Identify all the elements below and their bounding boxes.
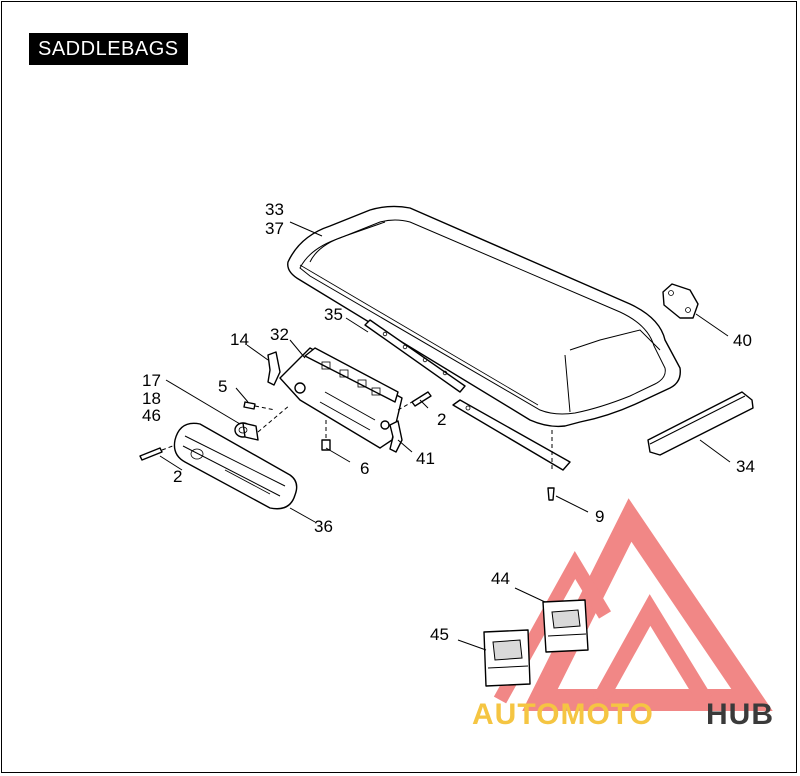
trim-strip — [647, 391, 754, 456]
watermark-text: AUTOMOTO HUB — [472, 698, 774, 731]
callouts: 33 37 35 32 14 17 18 46 5 2 2 6 41 36 40… — [142, 200, 755, 644]
hinge-strap — [452, 399, 571, 501]
saddlebag-lid — [287, 205, 681, 428]
watermark-text-secondary: HUB — [706, 698, 774, 731]
callout-41: 41 — [416, 449, 435, 468]
callout-40: 40 — [733, 331, 752, 350]
callout-17: 17 — [142, 371, 161, 390]
latch-lever-right — [389, 420, 403, 453]
callout-32: 32 — [270, 325, 289, 344]
callout-35: 35 — [324, 305, 343, 324]
callout-34: 34 — [736, 457, 755, 476]
callout-2-right: 2 — [437, 410, 446, 429]
trim-plate — [173, 422, 298, 510]
badge-45 — [483, 629, 531, 687]
screw-5 — [243, 401, 276, 411]
callout-36: 36 — [314, 517, 333, 536]
latch-plate — [279, 347, 403, 449]
lock-cylinder — [234, 404, 291, 441]
callout-18: 18 — [142, 389, 161, 408]
callout-45: 45 — [430, 625, 449, 644]
latch-lever-left — [267, 351, 281, 386]
watermark-logo — [493, 498, 773, 711]
leader-lines — [159, 221, 731, 651]
screw-6 — [321, 420, 331, 451]
callout-33: 33 — [265, 200, 284, 219]
callout-14: 14 — [230, 330, 249, 349]
callout-46: 46 — [142, 406, 161, 425]
hinge-pad — [662, 283, 699, 319]
callout-5: 5 — [218, 377, 227, 396]
watermark-triangle-inner — [593, 594, 712, 705]
watermark-text-primary: AUTOMOTO — [472, 698, 654, 731]
lid-strip — [364, 319, 466, 393]
callout-2-left: 2 — [173, 467, 182, 486]
screw-2-left — [139, 443, 179, 461]
diagram-title: SADDLEBAGS — [29, 33, 188, 65]
badge-44 — [542, 599, 589, 653]
callout-6: 6 — [360, 459, 369, 478]
screw-2-right — [397, 391, 432, 411]
callout-9: 9 — [595, 507, 604, 526]
callout-37: 37 — [265, 219, 284, 238]
callout-44: 44 — [491, 569, 510, 588]
